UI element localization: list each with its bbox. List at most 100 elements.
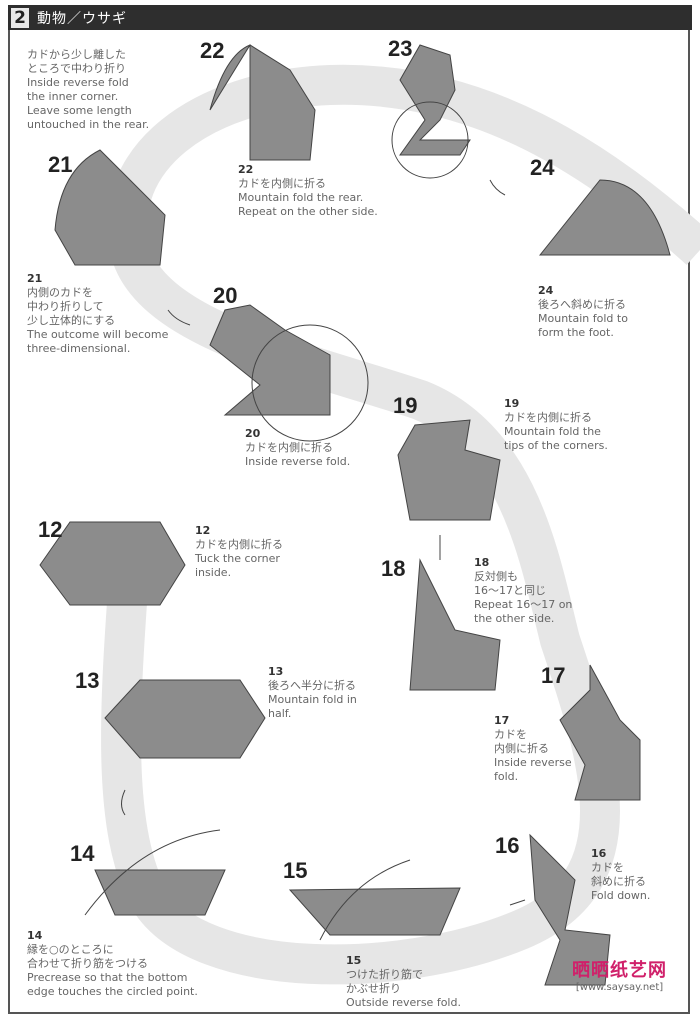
step-number-12: 12 xyxy=(38,517,63,542)
caption-number: 15 xyxy=(346,954,362,967)
arrow-16-to-15 xyxy=(509,899,526,906)
figure-24 xyxy=(538,179,671,256)
caption-line: 縁を○のところに xyxy=(27,943,114,956)
step-number-16: 16 xyxy=(495,833,520,858)
caption-number: 17 xyxy=(494,714,510,727)
caption-number: 14 xyxy=(27,929,43,942)
note-line: Inside reverse fold xyxy=(27,76,129,89)
caption-line: The outcome will become xyxy=(27,328,169,341)
caption-number: 16 xyxy=(591,847,607,860)
caption-20: 20 カドを内側に折る Inside reverse fold. xyxy=(245,427,350,469)
fold-circle-23 xyxy=(391,101,469,179)
curve-14 xyxy=(84,829,221,916)
caption-line: カドを内側に折る xyxy=(245,441,333,454)
watermark-title: 晒晒纸艺网 xyxy=(572,960,667,981)
figure-20 xyxy=(209,304,331,416)
step-number-21: 21 xyxy=(48,152,73,177)
caption-line: 少し立体的にする xyxy=(27,314,116,327)
note-line: untouched in the rear. xyxy=(27,118,150,131)
caption-line: Tuck the corner xyxy=(195,552,280,565)
caption-22: 22 カドを内側に折る Mountain fold the rear. Repe… xyxy=(238,163,378,219)
caption-number: 13 xyxy=(268,665,284,678)
caption-line: つけた折り筋で xyxy=(346,968,423,981)
caption-line: Mountain fold the xyxy=(504,425,601,438)
note-line: the inner corner. xyxy=(27,90,119,103)
figure-12 xyxy=(39,521,186,606)
step-number-18: 18 xyxy=(381,556,406,581)
caption-line: Fold down. xyxy=(591,889,651,902)
caption-line: half. xyxy=(268,707,292,720)
caption-line: カドを xyxy=(591,861,624,874)
note-line: ところで中わり折り xyxy=(27,62,126,75)
step-number-20: 20 xyxy=(213,283,238,308)
page-header: 2 動物／ウサギ xyxy=(8,5,692,30)
caption-line: Inside reverse fold. xyxy=(245,455,351,468)
caption-line: 後ろへ半分に折る xyxy=(268,679,356,692)
caption-line: Outside reverse fold. xyxy=(346,996,461,1009)
step-number-17: 17 xyxy=(541,663,566,688)
caption-line: three-dimensional. xyxy=(27,342,131,355)
section-title: 動物／ウサギ xyxy=(37,10,127,27)
step-number-23: 23 xyxy=(388,36,413,61)
caption-line: 斜めに折る xyxy=(591,875,646,888)
step-number-14: 14 xyxy=(70,841,95,866)
caption-line: form the foot. xyxy=(538,326,614,339)
caption-line: カドを xyxy=(494,728,527,741)
figure-15 xyxy=(288,887,461,936)
figure-21 xyxy=(54,149,166,266)
caption-line: カドを内側に折る xyxy=(195,538,283,551)
caption-line: inside. xyxy=(195,566,232,579)
watermark-url: [www.saysay.net] xyxy=(575,982,664,993)
caption-line: tips of the corners. xyxy=(504,439,608,452)
caption-21: 21 内側のカドを 中わり折りして 少し立体的にする The outcome w… xyxy=(27,272,168,356)
caption-line: 16～17と同じ xyxy=(474,584,546,597)
caption-12: 12 カドを内側に折る Tuck the corner inside. xyxy=(195,524,283,580)
caption-15: 15 つけた折り筋で かぶせ折り Outside reverse fold. xyxy=(346,954,461,1010)
caption-line: the other side. xyxy=(474,612,555,625)
caption-line: fold. xyxy=(494,770,519,783)
caption-line: Mountain fold to xyxy=(538,312,628,325)
caption-24: 24 後ろへ斜めに折る Mountain fold to form the fo… xyxy=(538,284,628,340)
caption-13: 13 後ろへ半分に折る Mountain fold in half. xyxy=(268,665,357,721)
caption-line: カドを内側に折る xyxy=(504,411,592,424)
caption-line: 反対側も xyxy=(474,570,518,583)
caption-line: Repeat 16～17 on xyxy=(474,598,573,611)
step-number-19: 19 xyxy=(393,393,418,418)
section-number: 2 xyxy=(11,7,29,28)
caption-line: 内側に折る xyxy=(494,742,549,755)
page-frame xyxy=(8,30,690,1014)
figure-13 xyxy=(104,679,266,759)
caption-line: Inside reverse xyxy=(494,756,572,769)
caption-number: 19 xyxy=(504,397,520,410)
fold-circle-20 xyxy=(251,324,369,442)
step-number-15: 15 xyxy=(283,858,308,883)
caption-line: かぶせ折り xyxy=(346,982,401,995)
caption-line: edge touches the circled point. xyxy=(27,985,198,998)
caption-line: 内側のカドを xyxy=(27,286,93,299)
note-line: カドから少し離した xyxy=(27,48,126,61)
caption-line: Mountain fold the rear. xyxy=(238,191,364,204)
caption-number: 12 xyxy=(195,524,211,537)
figure-16 xyxy=(529,833,611,986)
arrow-23-to-24 xyxy=(489,179,506,196)
step-number-22: 22 xyxy=(200,38,225,63)
arrow-21-to-20 xyxy=(167,309,191,326)
caption-line: Mountain fold in xyxy=(268,693,357,706)
figure-17 xyxy=(559,664,641,801)
caption-16: 16 カドを 斜めに折る Fold down. xyxy=(591,847,650,903)
caption-number: 18 xyxy=(474,556,490,569)
watermark: 晒晒纸艺网 [www.saysay.net] xyxy=(572,956,667,993)
caption-line: 後ろへ斜めに折る xyxy=(538,298,626,311)
caption-number: 21 xyxy=(27,272,43,285)
background-band xyxy=(101,64,700,985)
note-line: Leave some length xyxy=(27,104,132,117)
step-number-13: 13 xyxy=(75,668,100,693)
caption-line: カドを内側に折る xyxy=(238,177,326,190)
caption-14: 14 縁を○のところに 合わせて折り筋をつける Precrease so tha… xyxy=(27,929,198,999)
figure-19 xyxy=(397,419,501,521)
caption-number: 20 xyxy=(245,427,261,440)
figure-23 xyxy=(399,44,471,156)
step-number-24: 24 xyxy=(530,155,555,180)
curve-15 xyxy=(319,859,411,941)
